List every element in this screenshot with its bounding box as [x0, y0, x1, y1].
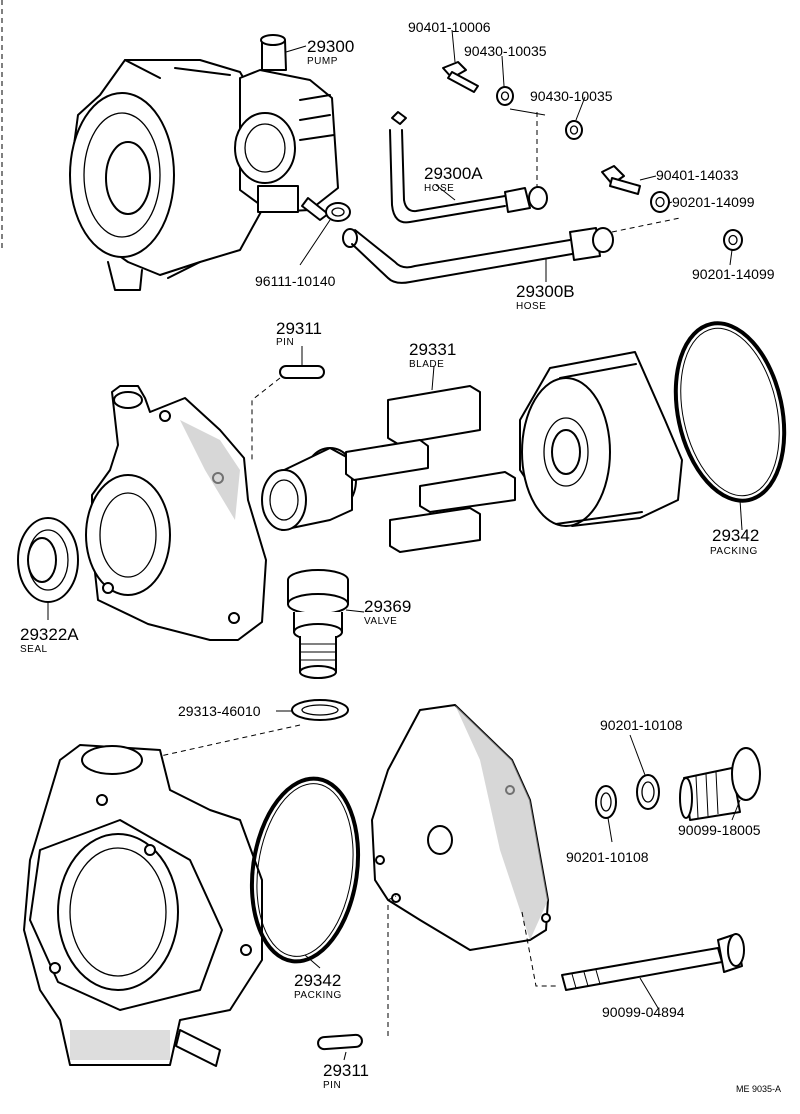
long-bolt-90099-04894-drawing: [561, 933, 745, 991]
label-90401-10006: 90401-10006: [408, 19, 491, 35]
alternator-assembly-drawing: [69, 59, 263, 291]
diagram-reference-code: ME 9035-A: [736, 1084, 781, 1094]
bolt-90401-10006-drawing: [442, 61, 479, 93]
label-29300a-number: 29300A: [424, 164, 483, 183]
label-29313-46010: 29313-46010: [178, 703, 261, 719]
label-29342-bottom-number: 29342: [294, 971, 341, 990]
washer-90430-10035-a-drawing: [496, 86, 514, 106]
label-90201-14099-b: 90201-14099: [692, 266, 775, 282]
cam-ring-drawing: [519, 351, 683, 527]
label-29300-number: 29300: [307, 37, 354, 56]
label-90401-14033: 90401-14033: [656, 167, 739, 183]
seal-29322a-drawing: [17, 517, 79, 603]
union-bolt-90099-18005-drawing: [679, 747, 761, 821]
packing-29342-top-drawing: [673, 321, 787, 503]
label-96111-10140: 96111-10140: [255, 273, 336, 289]
gasket-90201-14099-b-drawing: [723, 229, 743, 251]
hose-29300b-drawing: [342, 227, 614, 284]
label-90099-04894: 90099-04894: [602, 1004, 685, 1020]
label-29300-name: PUMP: [307, 56, 338, 67]
pin-29311-top-drawing: [279, 365, 325, 379]
gasket-90201-10108-left-drawing: [595, 785, 617, 819]
label-29322a-name: SEAL: [20, 644, 48, 655]
label-90430-10035-b: 90430-10035: [530, 88, 613, 104]
end-cover-drawing: [371, 704, 551, 951]
label-29369-number: 29369: [364, 597, 411, 616]
label-90201-10108-left: 90201-10108: [566, 849, 649, 865]
label-29369-name: VALVE: [364, 616, 397, 627]
label-29322a-number: 29322A: [20, 625, 79, 644]
label-29342-top-name: PACKING: [710, 546, 758, 557]
label-29300b-name: HOSE: [516, 301, 546, 312]
label-29331-number: 29331: [409, 340, 456, 359]
label-29311-top-number: 29311: [276, 319, 322, 338]
label-90201-10108-right: 90201-10108: [600, 717, 683, 733]
rear-housing-drawing: [23, 744, 263, 1067]
label-29300b-number: 29300B: [516, 282, 575, 301]
pump-body-drawing: [234, 34, 339, 221]
label-29342-bottom-name: PACKING: [294, 990, 342, 1001]
o-ring-29313-46010-drawing: [291, 699, 349, 721]
label-90099-18005: 90099-18005: [678, 822, 761, 838]
bolt-90401-14033-drawing: [601, 165, 641, 195]
gasket-90201-14099-a-drawing: [650, 191, 670, 213]
label-90430-10035-a: 90430-10035: [464, 43, 547, 59]
label-29300a-name: HOSE: [424, 183, 454, 194]
blade-29331-drawing: [345, 385, 516, 553]
label-29311-bottom-number: 29311: [323, 1061, 369, 1080]
label-90201-14099-a: 90201-14099: [672, 194, 755, 210]
rotor-shaft-drawing: [261, 447, 357, 531]
valve-29369-drawing: [287, 569, 349, 679]
packing-29342-bottom-drawing: [249, 776, 361, 964]
washer-90430-10035-b-drawing: [565, 120, 583, 140]
label-29331-name: BLADE: [409, 359, 444, 370]
label-29311-bottom-name: PIN: [323, 1080, 341, 1091]
clamp-96111-10140-drawing: [325, 202, 351, 222]
hose-29300a-drawing: [389, 111, 548, 224]
label-29311-top-name: PIN: [276, 337, 294, 348]
gasket-90201-10108-right-drawing: [636, 774, 660, 810]
front-housing-drawing: [85, 385, 267, 641]
label-29342-top-number: 29342: [712, 526, 759, 545]
pin-29311-bottom-drawing: [317, 1033, 363, 1051]
